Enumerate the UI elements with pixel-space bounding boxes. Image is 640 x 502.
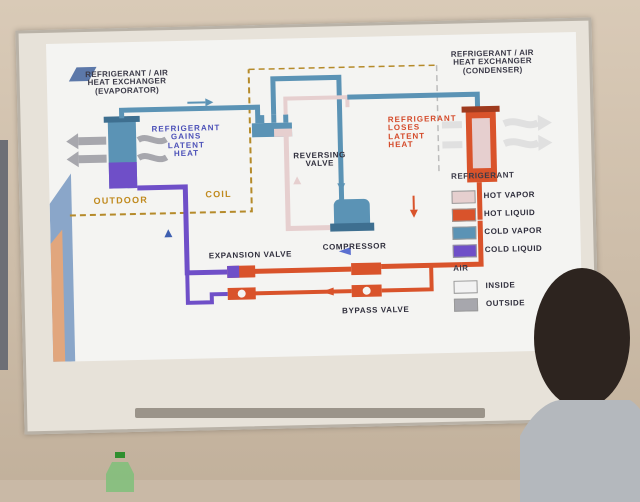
evaporator-liquid (109, 162, 138, 189)
bypass-valve-top (351, 262, 381, 275)
air-wave (504, 141, 538, 145)
condenser-inner (472, 118, 491, 168)
water-bottle (104, 452, 136, 492)
air-arrow-head (66, 151, 78, 167)
reversing-valve-label: REVERSING VALVE (285, 151, 355, 169)
door-frame (0, 140, 8, 370)
flow-arrow-head (322, 288, 334, 296)
swatch-hot-liquid (452, 208, 476, 222)
swatch-hot-vapor (451, 190, 475, 204)
flow-arrow-head (337, 183, 345, 191)
flow-arrow-head (164, 229, 172, 237)
person-head (534, 268, 630, 408)
bottle-cap (115, 452, 125, 458)
air-arrow-head (66, 133, 78, 149)
vapor-pipe (347, 94, 477, 113)
air-arrow (79, 159, 107, 160)
bypass-pipe (252, 291, 352, 293)
swatch-outside (454, 298, 478, 312)
reversing-valve-ports (262, 115, 286, 124)
bypass-pipe (381, 267, 431, 290)
swatch-cold-vapor (452, 226, 476, 240)
whiteboard-tray (135, 408, 485, 418)
flow-arrow-head (205, 98, 213, 106)
person-shoulders (520, 400, 640, 502)
expansion-valve-cold (227, 266, 239, 278)
cold-liquid-pipe (187, 272, 228, 303)
air-wave (504, 121, 538, 125)
air-arrow-head (538, 135, 552, 151)
swatch-cold-liquid (453, 244, 477, 258)
swatch-inside (453, 280, 477, 294)
boundary-line (249, 65, 437, 69)
compressor-base (330, 223, 374, 232)
legend-label: COLD VAPOR (484, 226, 542, 236)
legend-label: COLD LIQUID (485, 244, 543, 254)
legend-label: INSIDE (485, 280, 515, 290)
audience-person (520, 262, 640, 502)
gains-heat-text: REFRIGERANT GAINS LATENT HEAT (144, 124, 229, 159)
evaporator-label: REFRIGERANT / AIR HEAT EXCHANGER (EVAPOR… (67, 69, 188, 97)
reversing-valve-hot (274, 128, 292, 136)
bottle-body (106, 462, 134, 492)
air-arrow (78, 141, 106, 142)
flow-arrow-head (293, 176, 301, 184)
loses-heat-text: REFRIGERANT LOSES LATENT HEAT (388, 114, 469, 149)
condenser-label: REFRIGERANT / AIR HEAT EXCHANGER (CONDEN… (432, 49, 553, 77)
condenser-header (462, 106, 500, 113)
legend-label: HOT VAPOR (483, 190, 535, 200)
air-arrow-head (538, 115, 552, 131)
projected-slide: REFRIGERANT / AIR HEAT EXCHANGER (EVAPOR… (46, 32, 583, 362)
coil-label: COIL (205, 189, 249, 199)
legend-air-title: AIR (453, 264, 493, 273)
flow-arrow-head (410, 210, 418, 218)
outdoor-label: OUTDOOR (93, 195, 173, 206)
legend-label: HOT LIQUID (484, 208, 535, 218)
